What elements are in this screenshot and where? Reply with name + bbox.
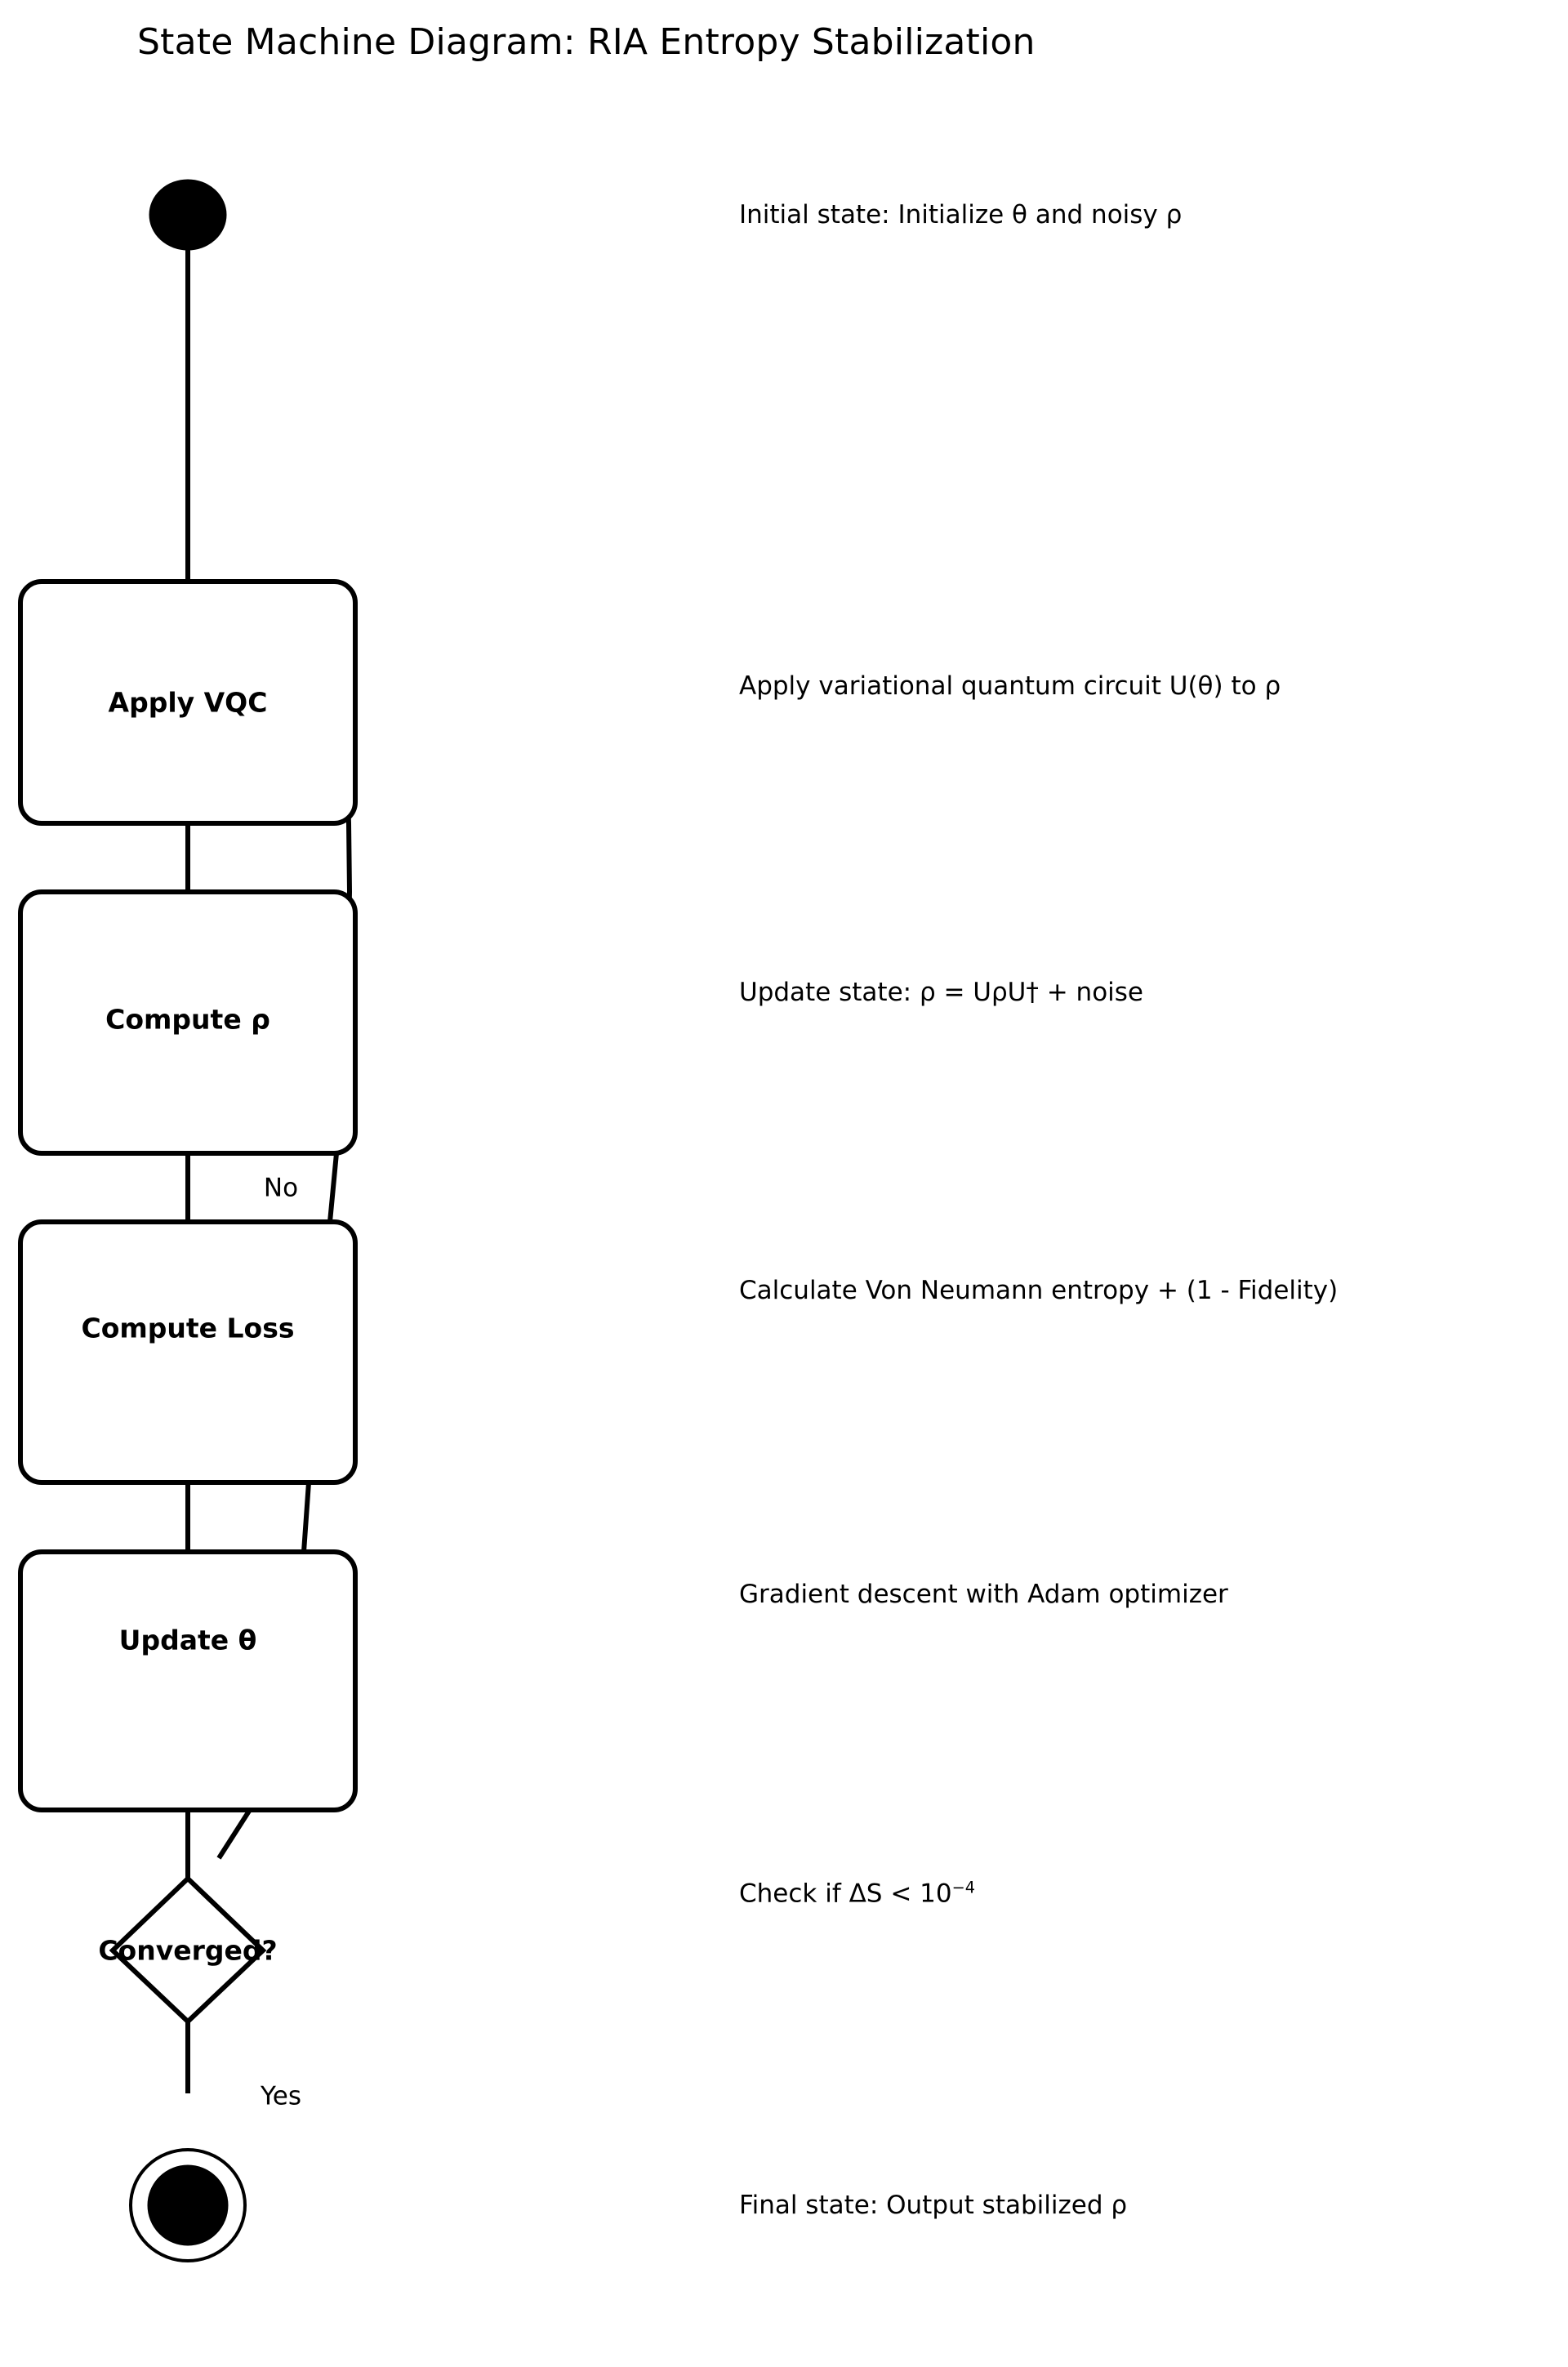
annotation-converged-text: Check if ΔS < 10 [739,1879,952,1909]
edge-label-no: No [264,1174,298,1203]
annotation-final-state: Final state: Output stabilized ρ [739,2191,1128,2220]
state-node-compute-loss-label: Compute Loss [81,1313,294,1344]
annotation-converged: Check if ΔS < 10−4 [739,1878,975,1908]
page-title: State Machine Diagram: RIA Entropy Stabi… [137,21,1036,63]
annotation-update-theta: Gradient descent with Adam optimizer [739,1580,1228,1609]
annotation-converged-exponent: −4 [951,1878,975,1897]
annotation-compute-loss: Calculate Von Neumann entropy + (1 - Fid… [739,1276,1339,1305]
annotation-compute-rho: Update state: ρ = UρU† + noise [739,978,1144,1007]
state-node-apply-vqc[interactable] [18,579,358,826]
edge-label-yes: Yes [260,2082,301,2111]
state-node-compute-rho[interactable] [18,889,358,1156]
state-node-update-theta-label: Update θ [119,1625,257,1656]
decision-node-converged-label: Converged? [98,1935,277,1967]
state-node-apply-vqc-label: Apply VQC [109,687,268,719]
decision-node-converged[interactable] [109,1874,267,2026]
state-node-compute-loss[interactable] [18,1219,358,1485]
annotation-apply-vqc: Apply variational quantum circuit U(θ) t… [739,671,1281,701]
initial-state-node[interactable] [149,179,227,251]
final-state-node[interactable] [147,2164,229,2246]
annotation-initial-state: Initial state: Initialize θ and noisy ρ [739,200,1183,230]
state-node-update-theta[interactable] [18,1549,358,1812]
state-node-compute-rho-label: Compute ρ [105,1004,270,1036]
